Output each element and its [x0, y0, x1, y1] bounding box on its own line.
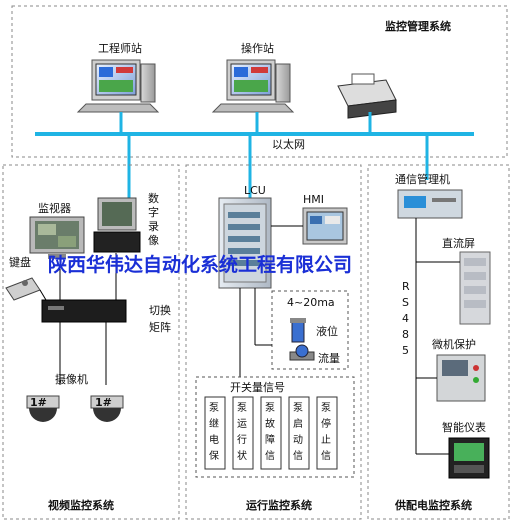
signal-char: 泵	[321, 402, 331, 414]
power-system-title: 供配电监控系统	[394, 498, 472, 512]
svg-text:操作站: 操作站	[241, 41, 274, 55]
svg-text:1#: 1#	[95, 396, 112, 409]
signal-char: 动	[293, 434, 303, 446]
signal-char: 泵	[265, 402, 275, 414]
signal-box	[260, 396, 282, 470]
dc-panel-label: 直流屏	[442, 236, 475, 250]
company-watermark: 陕西华伟达自动化系统工程有限公司	[48, 253, 352, 276]
management-system-title: 监控管理系统	[385, 19, 451, 33]
ethernet-label: 以太网	[272, 138, 305, 151]
signal-char: 信	[265, 450, 275, 462]
hmi-icon	[302, 207, 348, 245]
microprotect-icon	[436, 354, 486, 402]
ops-system-title: 运行监控系统	[246, 498, 312, 512]
analog-box: 4~20ma	[254, 288, 349, 370]
switch-matrix-icon	[41, 299, 127, 323]
dvr-icon	[93, 197, 141, 253]
signal-char: 停	[321, 417, 331, 430]
signal-char: 运	[237, 418, 247, 430]
svg-text:开关量信号: 开关量信号	[230, 380, 285, 394]
signal-box	[316, 396, 338, 470]
signal-char: 继	[209, 417, 219, 430]
level-label: 液位	[316, 324, 338, 338]
microprotect-label: 微机保护	[432, 337, 476, 351]
signal-char: 故	[265, 417, 275, 430]
signal-char: 保	[209, 449, 219, 462]
monitor-label: 监视器	[38, 201, 71, 215]
lcu-label: LCU	[244, 184, 266, 197]
svg-text:工程师站: 工程师站	[98, 41, 142, 55]
camera-icon-2: 1#	[90, 395, 124, 422]
svg-text:4~20ma: 4~20ma	[287, 296, 335, 309]
management-system-panel	[11, 5, 508, 158]
smart-meter-icon	[448, 437, 490, 479]
signal-box	[204, 396, 226, 470]
signal-char: 止	[321, 434, 331, 446]
printer-icon	[337, 73, 397, 119]
signal-box	[288, 396, 310, 470]
keyboard-label: 键盘	[9, 255, 31, 269]
engineer-station: 工程师站	[76, 41, 160, 113]
keyboard-icon	[5, 277, 41, 301]
power-system-panel	[367, 164, 510, 520]
signal-char: 启	[293, 417, 303, 430]
signal-char: 行	[237, 433, 247, 446]
flow-meter-icon	[289, 344, 315, 361]
rs485-label: R S 4 8 5	[402, 280, 413, 357]
svg-text:1#: 1#	[30, 396, 47, 409]
signal-char: 信	[321, 450, 331, 462]
signal-char: 泵	[209, 402, 219, 414]
switch-signals-box: 开关量信号	[195, 376, 355, 478]
camera-icon-1: 1#	[26, 395, 60, 422]
comm-manager-icon	[397, 189, 463, 219]
monitor-icon	[29, 216, 85, 259]
level-sensor-icon	[290, 318, 306, 343]
video-system-panel	[2, 164, 180, 520]
signal-char: 状	[237, 449, 247, 462]
switch-matrix-label: 切换 矩阵	[149, 303, 175, 334]
dc-panel-icon	[459, 251, 491, 325]
signal-char: 泵	[293, 402, 303, 414]
signal-char: 信	[293, 450, 303, 462]
lcu-cabinet-icon	[218, 197, 272, 289]
operator-station: 操作站	[211, 41, 295, 113]
flow-label: 流量	[318, 351, 340, 365]
signal-char: 电	[209, 433, 219, 446]
smart-meter-label: 智能仪表	[442, 420, 486, 434]
signal-box	[232, 396, 254, 470]
hmi-label: HMI	[303, 193, 324, 206]
video-system-title: 视频监控系统	[48, 498, 114, 512]
comm-manager-label: 通信管理机	[395, 172, 450, 186]
signal-char: 泵	[237, 402, 247, 414]
signal-char: 障	[265, 433, 275, 446]
camera-label: 摄像机	[55, 372, 88, 386]
dvr-label: 数 字 录 像	[148, 192, 163, 247]
